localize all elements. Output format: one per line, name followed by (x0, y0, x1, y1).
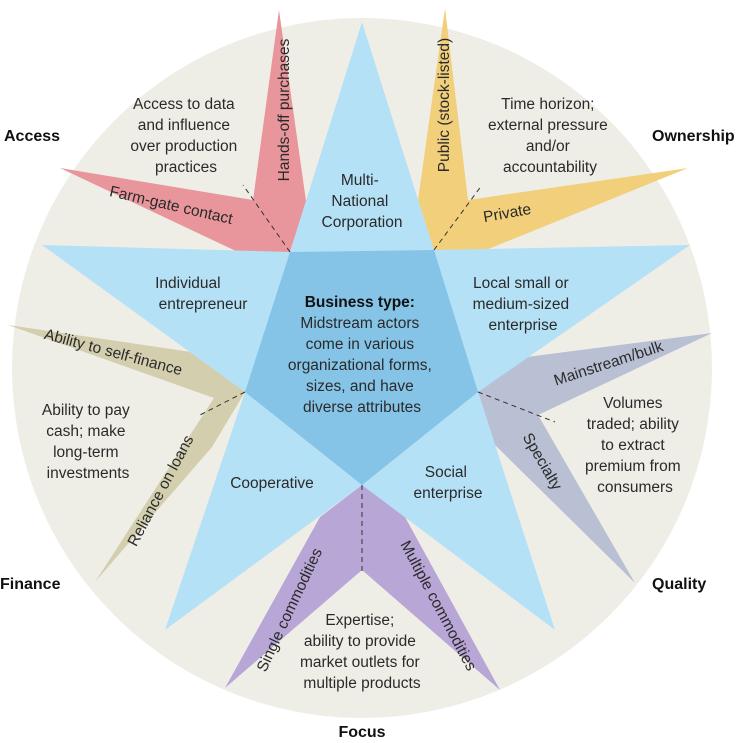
finance-title: Finance (0, 576, 61, 593)
ownership-description: Time horizon; external pressure and/or a… (488, 96, 612, 176)
access-title: Access (4, 128, 60, 145)
quality-title: Quality (652, 576, 706, 593)
ownership-title: Ownership (652, 128, 735, 145)
ownership-spikes (418, 8, 688, 250)
finance-spikes (8, 325, 245, 582)
quality-description: Volumes traded; ability to extract premi… (585, 395, 685, 496)
multinational-corporation-label: Multi- National Corporation (322, 172, 403, 231)
finance-description: Ability to pay cash; make long-term inve… (42, 402, 134, 482)
social-enterprise-label: Social enterprise (414, 464, 483, 502)
quality-spikes (478, 333, 712, 583)
cooperative-label: Cooperative (230, 475, 314, 492)
center-pentagon (245, 250, 478, 485)
center-text: Business type: Midstream actors come in … (288, 294, 436, 416)
hands-off-purchases-label: Hands-off purchases (276, 38, 293, 181)
access-divider (242, 184, 291, 253)
individual-entrepreneur-label: Individual entrepreneur (155, 275, 247, 313)
focus-description: Expertise; ability to provide market out… (300, 612, 424, 692)
public-stock-listed-label: Public (stock-listed) (436, 38, 453, 172)
access-spikes (60, 10, 306, 252)
local-sme-label: Local small or medium-sized enterprise (473, 275, 574, 334)
focus-title: Focus (338, 724, 385, 741)
ownership-divider (433, 184, 483, 251)
access-description: Access to data and influence over produc… (130, 96, 241, 176)
quality-divider (477, 391, 556, 423)
